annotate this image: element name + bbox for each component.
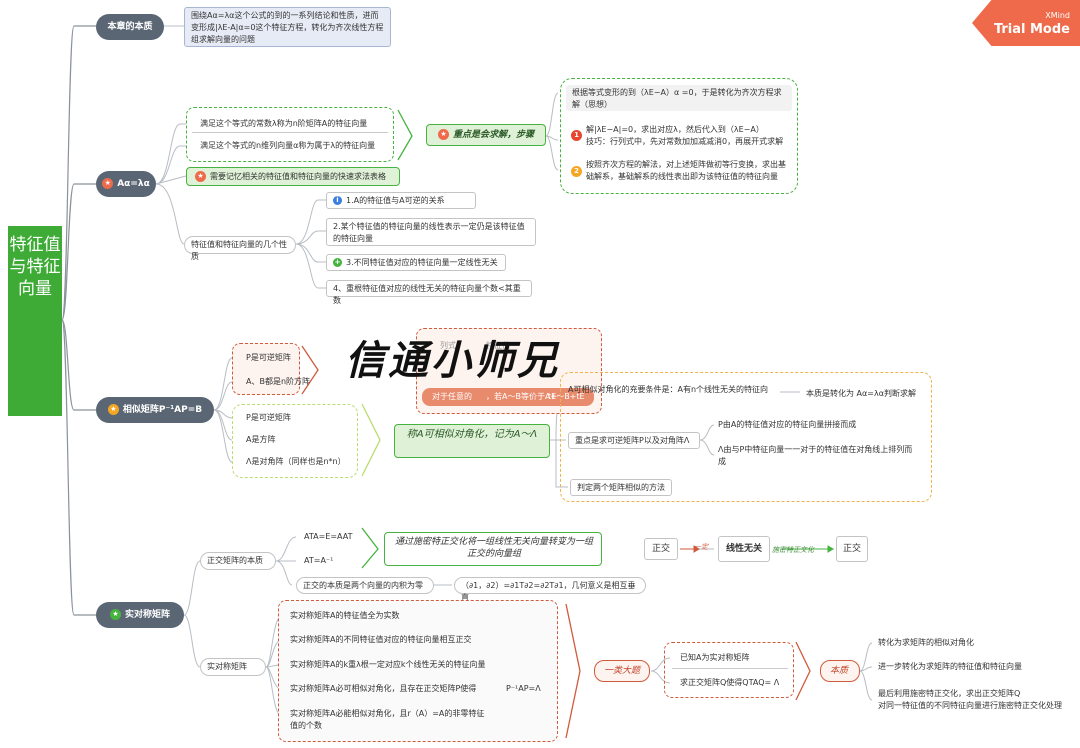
similar-any-label-3: tE～B+tE bbox=[548, 392, 585, 401]
schmidt-note: 通过施密特正交化将一组线性无关向量转变为一组正交的向量组 bbox=[394, 537, 593, 559]
property-3[interactable]: +3.不同特征值对应的特征向量一定线性无关 bbox=[326, 254, 506, 271]
similar-any-label: 对于任意的 bbox=[432, 392, 472, 401]
known-divider bbox=[672, 668, 788, 669]
property-1[interactable]: i 1.A的特征值与A可逆的关系 bbox=[326, 192, 476, 209]
essence-node[interactable] bbox=[820, 660, 860, 682]
sym-prop-4: 实对称矩阵A必可相似对角化，且存在正交矩阵P使得 bbox=[290, 684, 477, 693]
property-3-label: 3.不同特征值对应的特征向量一定线性无关 bbox=[346, 258, 498, 267]
real-symmetric-node[interactable]: 实对称矩阵 bbox=[200, 658, 266, 676]
star-icon: ★ bbox=[102, 178, 114, 189]
watermark-text: 信通小师兄 bbox=[345, 338, 560, 384]
key-steps-label: 重点是会求解，步骤 bbox=[452, 130, 534, 140]
key-steps-node[interactable]: ★重点是会求解，步骤 bbox=[426, 124, 546, 146]
orth-formula-2: AT=A⁻¹ bbox=[304, 556, 334, 565]
symmetric-props-group bbox=[278, 600, 558, 742]
star-icon: ★ bbox=[109, 609, 121, 620]
step-3: 按照齐次方程的解法，对上述矩阵做初等行变换，求出基础解系，基础解系的线性表出即为… bbox=[586, 160, 786, 181]
similar-prop-partial-2: 特征值 bbox=[486, 341, 510, 350]
key-p-lambda[interactable]: 重点是求可逆矩阵P以及对角阵Λ bbox=[568, 432, 700, 449]
star-icon: ★ bbox=[437, 129, 449, 140]
known-group bbox=[664, 642, 794, 698]
steps-group bbox=[560, 78, 798, 194]
step-3-number-icon: 2 bbox=[571, 166, 582, 177]
pap-formula: P⁻¹AP=Λ bbox=[506, 684, 541, 693]
chain-orthogonal[interactable]: 正交 bbox=[644, 538, 678, 560]
lambda-description: Λ由与P中特征向量一一对于的特征值在对角线上排列而成 bbox=[718, 445, 913, 466]
chain-schmidt: 施密特正交化 bbox=[772, 546, 814, 554]
problem-type-label: 一类大题 bbox=[604, 666, 641, 676]
known-2: 求正交矩阵Q使得QTAQ= Λ bbox=[680, 678, 780, 687]
diag-condition-essence[interactable]: 本质是转化为 Aα=λα判断求解 bbox=[806, 389, 916, 398]
known-1: 已知A为实对称矩阵 bbox=[680, 653, 750, 662]
schmidt-note-box[interactable] bbox=[384, 532, 602, 566]
diagonalization-group bbox=[560, 372, 932, 502]
similar-any-label-2: ，若A～B等价于A+ bbox=[486, 392, 558, 401]
info-icon: i bbox=[333, 196, 342, 205]
diag-condition[interactable]: A可相似对角化的充要条件是：A有n个线性无关的特征向 bbox=[568, 385, 769, 394]
definition-group bbox=[186, 107, 394, 162]
branch-essence[interactable]: 本章的本质 bbox=[96, 14, 164, 40]
plus-icon: + bbox=[333, 258, 342, 267]
sym-prop-3: 实对称矩阵A的k重λ根一定对应k个线性无关的特征向量 bbox=[290, 660, 486, 669]
step-2: 解|λE−A|=0，求出对应λ，然后代入到（λE−A） 技巧：行列式中，先对常数… bbox=[586, 125, 784, 146]
brand-label: XMind bbox=[1045, 11, 1070, 20]
property-1-label: 1.A的特征值与A可逆的关系 bbox=[346, 196, 445, 205]
sym-prop-1: 实对称矩阵A的特征值全为实数 bbox=[290, 611, 400, 620]
branch-similar-matrix[interactable]: ★相似矩阵P⁻¹AP=B bbox=[96, 397, 214, 423]
branch-real-symmetric[interactable]: ★实对称矩阵 bbox=[96, 602, 184, 628]
condition-group-1 bbox=[232, 343, 300, 395]
essence-1: 转化为求矩阵的相似对角化 bbox=[878, 638, 974, 647]
chain-must: 一定 bbox=[694, 543, 708, 551]
diagonalizable-node[interactable]: 称A可相似对角化，记为A～Λ bbox=[394, 424, 550, 458]
branch-eigen-equation-label: Aα=λα bbox=[117, 179, 150, 189]
star-icon: ★ bbox=[107, 404, 119, 415]
trial-label: Trial Mode bbox=[993, 22, 1070, 37]
properties-node[interactable]: 特征值和特征向量的几个性质 bbox=[184, 236, 296, 261]
orth-inner-product[interactable]: 正交的本质是两个向量的内积为零 bbox=[296, 577, 434, 594]
cond2-diagonal: Λ是对角阵（同样也是n*n） bbox=[246, 457, 346, 466]
similar-any-node[interactable] bbox=[422, 388, 594, 406]
sym-prop-2: 实对称矩阵A的不同特征值对应的特征向量相互正交 bbox=[290, 635, 472, 644]
inner-product-note: （∂1，∂2）=∂1T∂2=∂2T∂1，几何意义是相互垂直 bbox=[454, 577, 646, 602]
cond2-invertible: P是可逆矩阵 bbox=[246, 413, 291, 422]
orthogonal-essence-node[interactable]: 正交矩阵的本质 bbox=[200, 552, 276, 570]
chain-orthogonal-2[interactable]: 正交 bbox=[836, 536, 868, 562]
essence-2: 进一步转化为求矩阵的特征值和特征向量 bbox=[878, 662, 1022, 671]
similar-prop-partial-1: 列式、 bbox=[440, 341, 464, 350]
essence-3: 最后利用施密特正交化，求出正交矩阵Q 对同一特征值的不同特征向量进行施密特正交化… bbox=[878, 689, 1062, 710]
orth-formula-1: ATA=E=AAT bbox=[304, 532, 353, 541]
property-2[interactable]: 2.某个特征值的特征向量的线性表示一定仍是该特征值的特征向量 bbox=[326, 218, 536, 246]
definition-eigenvector: 满足这个等式的n维列向量α称为属于λ的特征向量 bbox=[200, 141, 376, 150]
remember-label: 需要记忆相关的特征值和特征向量的快速求法表格 bbox=[210, 172, 386, 181]
condition-group-2 bbox=[232, 404, 358, 478]
trial-mode-badge[interactable]: XMind Trial Mode bbox=[972, 0, 1080, 46]
chain-independent[interactable]: 线性无关 bbox=[718, 536, 770, 562]
property-4[interactable]: 4、重根特征值对应的线性无关的特征向量个数<其重数 bbox=[326, 280, 532, 305]
similar-method[interactable]: 判定两个矩阵相似的方法 bbox=[570, 479, 672, 496]
cond-square: A、B都是n阶方阵 bbox=[246, 377, 311, 386]
root-topic[interactable]: 特征值与特征向量 bbox=[8, 226, 62, 416]
essence-note: 围绕Aα=λα这个公式的到的一系列结论和性质，进而变形成|λE-A|α=0这个特… bbox=[184, 7, 391, 47]
branch-eigen-equation[interactable]: ★Aα=λα bbox=[96, 171, 156, 197]
definition-eigenvalue: 满足这个等式的常数λ称为n阶矩阵A的特征向量 bbox=[200, 119, 368, 128]
cond2-square: A是方阵 bbox=[246, 435, 276, 444]
p-description: P由A的特征值对应的特征向量拼接而成 bbox=[718, 420, 857, 429]
branch-real-symmetric-label: 实对称矩阵 bbox=[124, 610, 170, 620]
definition-divider bbox=[192, 132, 388, 133]
branch-similar-matrix-label: 相似矩阵P⁻¹AP=B bbox=[122, 405, 203, 415]
remember-table-node[interactable]: ★ 需要记忆相关的特征值和特征向量的快速求法表格 bbox=[186, 167, 400, 186]
step-1: 根据等式变形的到（λE−A）α =0，于是转化为齐次方程求解（思想） bbox=[566, 85, 792, 111]
cond-invertible: P是可逆矩阵 bbox=[246, 353, 291, 362]
essence-label: 本质 bbox=[830, 666, 849, 676]
sym-prop-5: 实对称矩阵A必能相似对角化，且r（A）=A的非零特征值的个数 bbox=[290, 709, 485, 730]
star-icon: ★ bbox=[195, 171, 206, 182]
problem-type-node[interactable] bbox=[594, 660, 650, 682]
step-2-number-icon: 1 bbox=[571, 130, 582, 141]
